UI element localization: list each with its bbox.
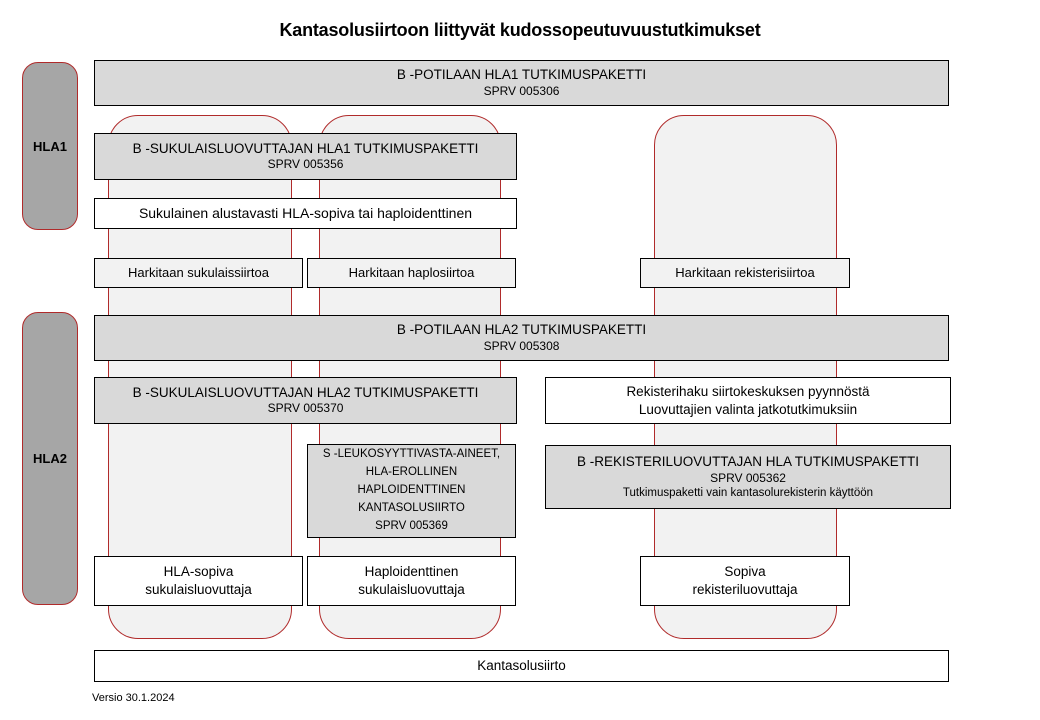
box-relative-hla1-package: B -SUKULAISLUOVUTTAJAN HLA1 TUTKIMUSPAKE… <box>94 133 517 180</box>
box-leuko-line2: HLA-EROLLINEN <box>365 466 458 479</box>
box-relative-hla2-package: B -SUKULAISLUOVUTTAJAN HLA2 TUTKIMUSPAKE… <box>94 377 517 424</box>
box-rekisterihaku-line2: Luovuttajien valinta jatkotutkimuksiin <box>638 401 858 417</box>
page-title: Kantasolusiirtoon liittyvät kudossopeutu… <box>279 20 761 40</box>
box-harkitaan-haplosiirtoa-label: Harkitaan haplosiirtoa <box>348 264 475 280</box>
box-harkitaan-haplosiirtoa: Harkitaan haplosiirtoa <box>307 258 516 288</box>
box-haploidenttinen-line2: sukulaisluovuttaja <box>358 582 465 597</box>
box-rekisteriluovuttaja-code: SPRV 005362 <box>710 470 786 485</box>
box-leuko-line3: HAPLOIDENTTINEN <box>357 484 466 497</box>
box-patient-hla2-package: B -POTILAAN HLA2 TUTKIMUSPAKETTI SPRV 00… <box>94 315 949 361</box>
tab-hla2: HLA2 <box>22 312 78 605</box>
box-patient-hla2-code: SPRV 005308 <box>483 338 560 353</box>
box-sopiva-rekisteri-line2: rekisteriluovuttaja <box>692 582 798 597</box>
box-rekisteriluovuttaja-note: Tutkimuspaketti vain kantasolurekisterin… <box>622 487 874 500</box>
box-relative-hla1-code: SPRV 005356 <box>267 157 344 172</box>
tab-hla1: HLA1 <box>22 62 78 230</box>
box-haploidenttinen-sukulaisluovuttaja: Haploidenttinen sukulaisluovuttaja <box>307 556 516 606</box>
box-patient-hla2-title: B -POTILAAN HLA2 TUTKIMUSPAKETTI <box>396 322 647 338</box>
box-relative-hla1-title: B -SUKULAISLUOVUTTAJAN HLA1 TUTKIMUSPAKE… <box>132 140 479 156</box>
box-patient-hla1-package: B -POTILAAN HLA1 TUTKIMUSPAKETTI SPRV 00… <box>94 60 949 106</box>
box-rekisteriluovuttaja-package: B -REKISTERILUOVUTTAJAN HLA TUTKIMUSPAKE… <box>545 445 951 509</box>
box-hla-sopiva-sukulaisluovuttaja: HLA-sopiva sukulaisluovuttaja <box>94 556 303 606</box>
box-leuko-code: SPRV 005369 <box>375 519 448 532</box>
box-patient-hla1-title: B -POTILAAN HLA1 TUTKIMUSPAKETTI <box>396 67 647 83</box>
box-hla-sopiva-line1: HLA-sopiva <box>163 564 234 580</box>
box-leukosyyttivasta-aineet: S -LEUKOSYYTTIVASTA-AINEET, HLA-EROLLINE… <box>307 444 516 538</box>
box-leuko-line1: S -LEUKOSYYTTIVASTA-AINEET, <box>322 448 501 461</box>
box-sukulainen-sopiva-label: Sukulainen alustavasti HLA-sopiva tai ha… <box>138 205 473 222</box>
tab-hla1-label: HLA1 <box>33 138 67 154</box>
box-kantasolusiirto: Kantasolusiirto <box>94 650 949 682</box>
box-hla-sopiva-line2: sukulaisluovuttaja <box>145 582 252 597</box>
version-label: Versio 30.1.2024 <box>92 692 175 704</box>
tab-hla2-label: HLA2 <box>33 451 67 466</box>
box-relative-hla2-title: B -SUKULAISLUOVUTTAJAN HLA2 TUTKIMUSPAKE… <box>132 384 479 400</box>
box-rekisteriluovuttaja-title: B -REKISTERILUOVUTTAJAN HLA TUTKIMUSPAKE… <box>576 453 920 469</box>
box-leuko-line4: KANTASOLUSIIRTO <box>358 501 465 514</box>
box-sopiva-rekisteriluovuttaja: Sopiva rekisteriluovuttaja <box>640 556 850 606</box>
box-sukulainen-sopiva: Sukulainen alustavasti HLA-sopiva tai ha… <box>94 198 517 229</box>
box-rekisterihaku: Rekisterihaku siirtokeskuksen pyynnöstä … <box>545 377 951 424</box>
box-patient-hla1-code: SPRV 005306 <box>483 83 560 98</box>
box-harkitaan-sukulaissiirtoa: Harkitaan sukulaissiirtoa <box>94 258 303 288</box>
box-harkitaan-rekisterisiirtoa: Harkitaan rekisterisiirtoa <box>640 258 850 288</box>
box-harkitaan-rekisterisiirtoa-label: Harkitaan rekisterisiirtoa <box>675 264 815 280</box>
box-relative-hla2-code: SPRV 005370 <box>267 401 344 416</box>
box-rekisterihaku-line1: Rekisterihaku siirtokeskuksen pyynnöstä <box>626 383 870 399</box>
box-haploidenttinen-line1: Haploidenttinen <box>364 564 459 580</box>
box-harkitaan-sukulaissiirtoa-label: Harkitaan sukulaissiirtoa <box>128 264 269 280</box>
box-sopiva-rekisteri-line1: Sopiva <box>724 564 766 580</box>
box-kantasolusiirto-label: Kantasolusiirto <box>477 658 566 674</box>
